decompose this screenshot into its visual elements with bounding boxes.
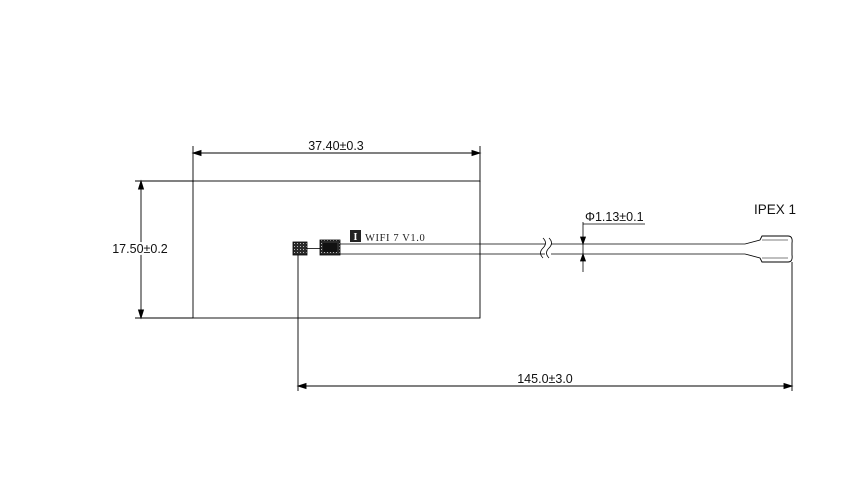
pcb-marking: WIFI 7 V1.0	[365, 233, 425, 244]
logo-letter: I	[354, 232, 358, 243]
cable-diameter-label: Φ1.13±0.1	[585, 210, 644, 224]
cable-length-dimension	[296, 255, 794, 391]
ipex-connector	[744, 235, 793, 263]
height-dimension	[135, 179, 193, 320]
connector-label: IPEX 1	[754, 202, 796, 217]
pcb-outline	[192, 180, 481, 319]
width-dimension-label: 37.40±0.3	[308, 139, 364, 153]
cable-break-mark	[540, 237, 552, 259]
width-dimension	[191, 146, 482, 182]
solder-pad-right-inner	[323, 243, 337, 252]
cable-length-label: 145.0±3.0	[517, 372, 573, 386]
logo-mark	[350, 230, 361, 242]
solder-pad-left	[292, 241, 308, 256]
cable-diameter-callout	[579, 222, 645, 272]
height-dimension-label: 17.50±0.2	[112, 242, 168, 256]
